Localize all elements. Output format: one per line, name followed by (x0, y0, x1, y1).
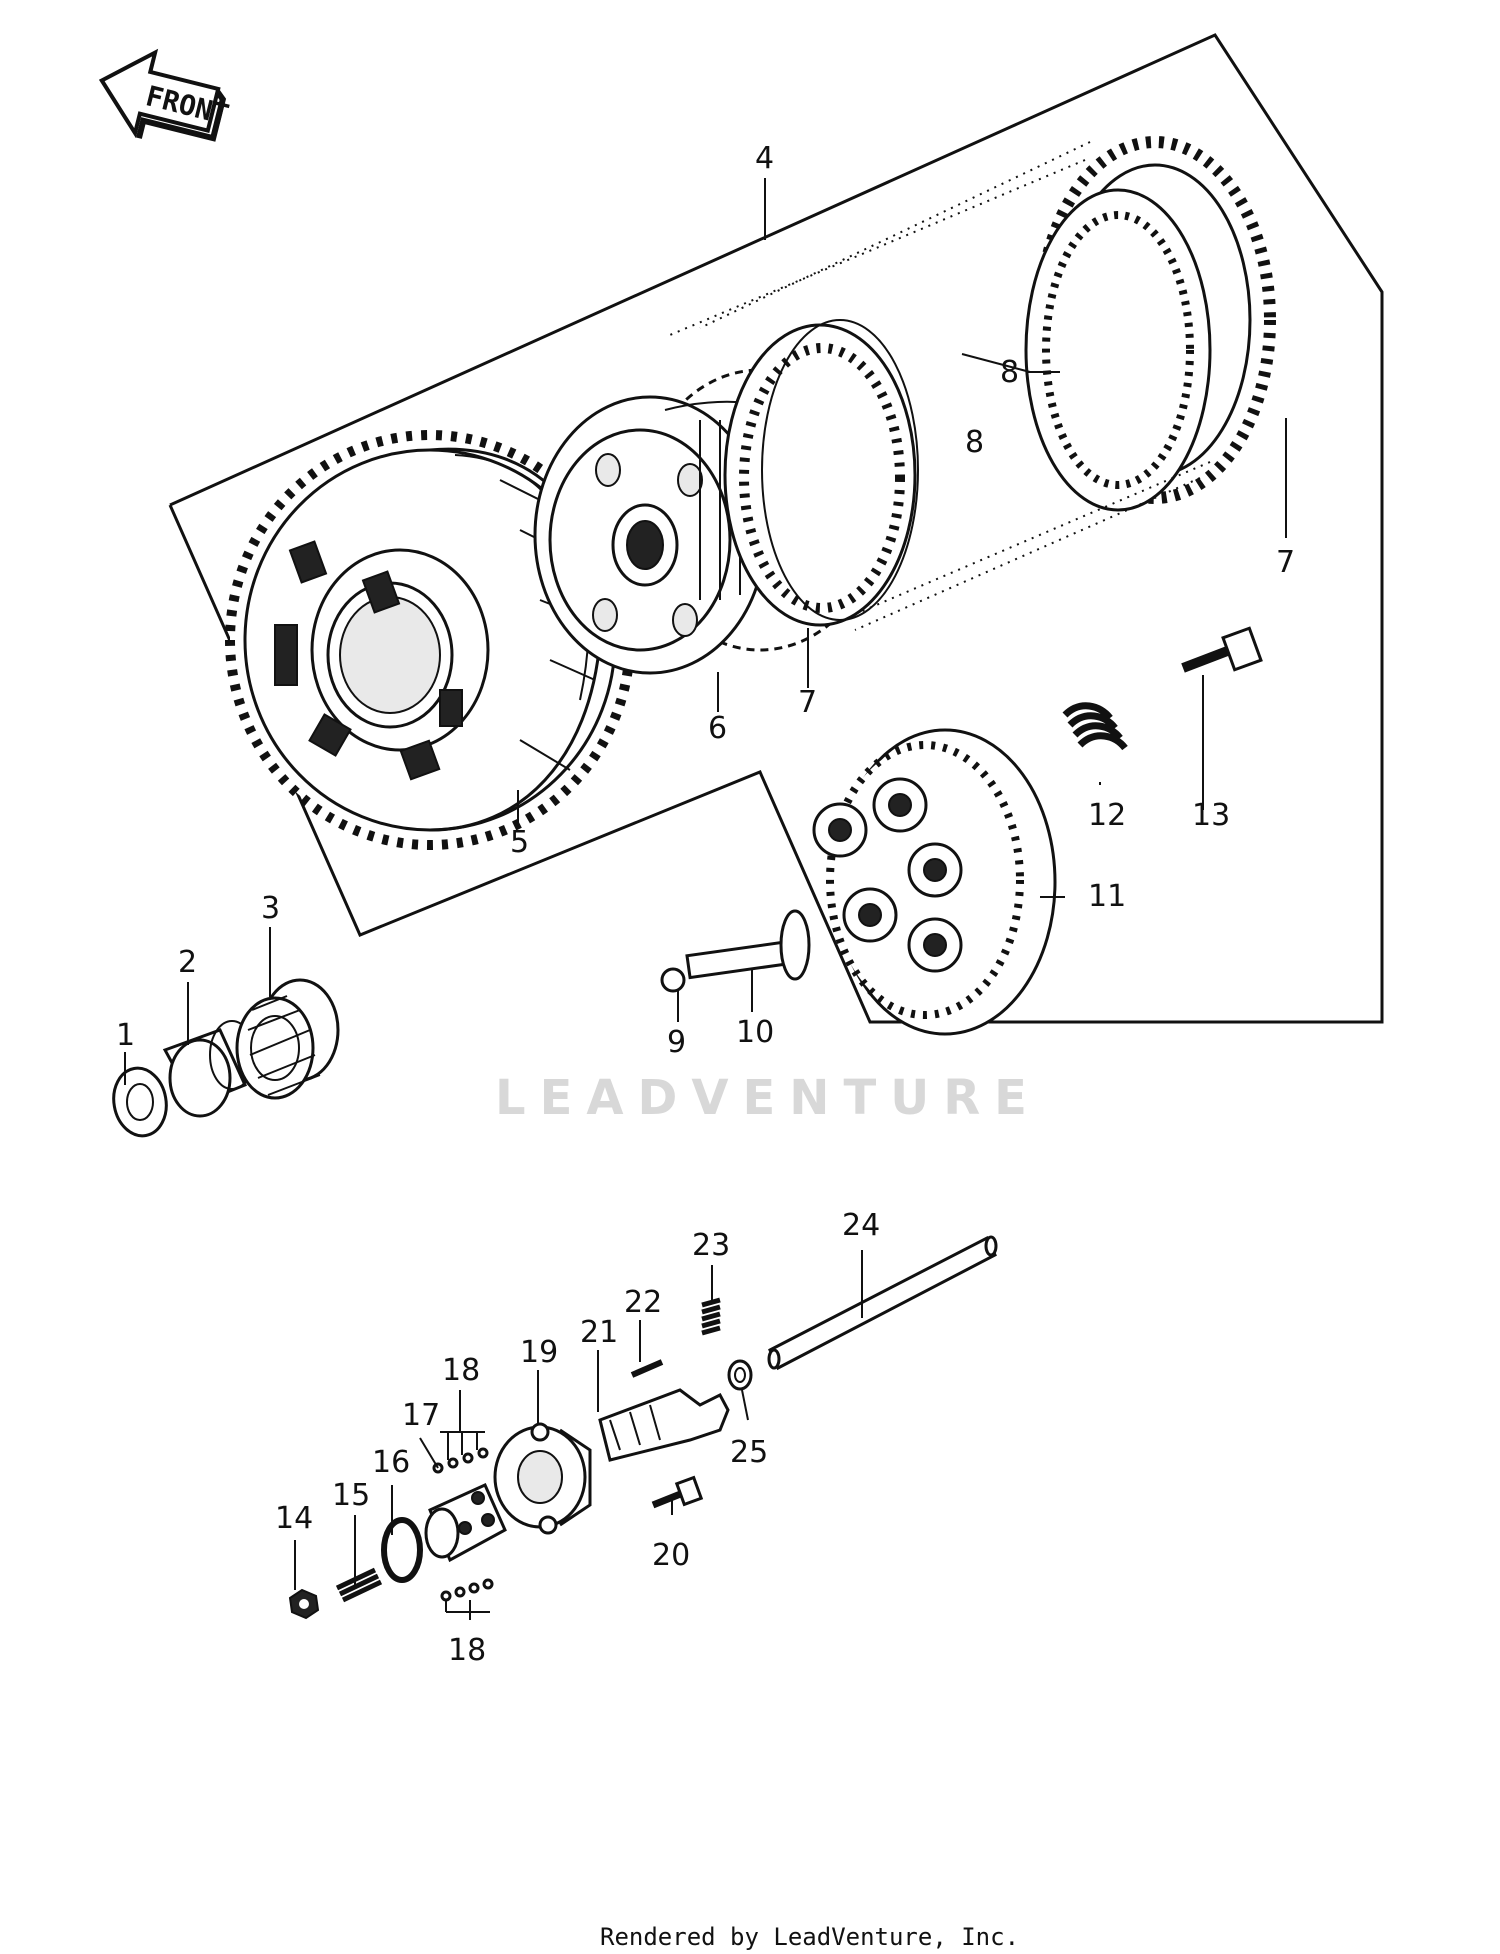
callout-21: 21 (580, 1315, 618, 1350)
callout-4: 4 (755, 141, 774, 176)
circlip (381, 1517, 423, 1583)
callout-13: 13 (1192, 798, 1230, 833)
callout-12: 12 (1088, 798, 1126, 833)
callout-1: 1 (116, 1018, 135, 1053)
balls-lower (440, 1578, 494, 1602)
callout-18-lower: 18 (448, 1633, 486, 1668)
release-lever (598, 1388, 730, 1462)
bolt-20 (651, 1475, 704, 1509)
callout-23: 23 (692, 1228, 730, 1263)
callout-2: 2 (178, 945, 197, 980)
release-shaft (767, 1235, 998, 1371)
balls-upper (432, 1447, 489, 1474)
callout-22: 22 (624, 1285, 662, 1320)
lock-nut (288, 1588, 320, 1620)
adjust-screw (335, 1567, 383, 1603)
guide-lines (669, 141, 1211, 631)
callout-16: 16 (372, 1445, 410, 1480)
small-spring-23 (701, 1297, 721, 1336)
callout-11: 11 (1088, 879, 1126, 914)
callout-17: 17 (402, 1398, 440, 1433)
callout-3: 3 (261, 891, 280, 926)
plate-stack-middle (723, 319, 919, 627)
push-rod (685, 909, 811, 981)
callout-24: 24 (842, 1208, 880, 1243)
callout-6: 6 (708, 711, 727, 746)
callout-15: 15 (332, 1478, 370, 1513)
pressure-plate (812, 728, 1057, 1036)
footer-credit: Rendered by LeadVenture, Inc. (600, 1923, 1019, 1951)
callout-9: 9 (667, 1025, 686, 1060)
watermark-text: LEADVENTURE (495, 1070, 1041, 1126)
callout-7b: 7 (1276, 545, 1295, 580)
clutch-spring (1062, 702, 1128, 751)
release-housing (493, 1422, 592, 1535)
callout-8b: 8 (1000, 355, 1019, 390)
callout-10: 10 (736, 1015, 774, 1050)
callout-14: 14 (275, 1501, 313, 1536)
leader-lines (124, 178, 1287, 1620)
callout-8a: 8 (965, 425, 984, 460)
oil-seal-ring (727, 1359, 753, 1391)
callout-7a: 7 (798, 685, 817, 720)
callout-19: 19 (520, 1335, 558, 1370)
steel-ball (660, 967, 686, 993)
callout-25: 25 (730, 1435, 768, 1470)
ball-retainer (424, 1483, 507, 1563)
callout-5: 5 (510, 825, 529, 860)
callout-20: 20 (652, 1538, 690, 1573)
callout-18-upper: 18 (442, 1353, 480, 1388)
plate-stack-right (1024, 136, 1276, 512)
collar-sleeve (162, 1020, 255, 1118)
pin-22 (630, 1359, 664, 1378)
washer (112, 1066, 168, 1138)
assembly-outline (168, 33, 1384, 1024)
front-arrow-badge: FRONT (98, 48, 232, 142)
spring-bolt (1181, 626, 1263, 673)
needle-bearing (235, 978, 340, 1100)
